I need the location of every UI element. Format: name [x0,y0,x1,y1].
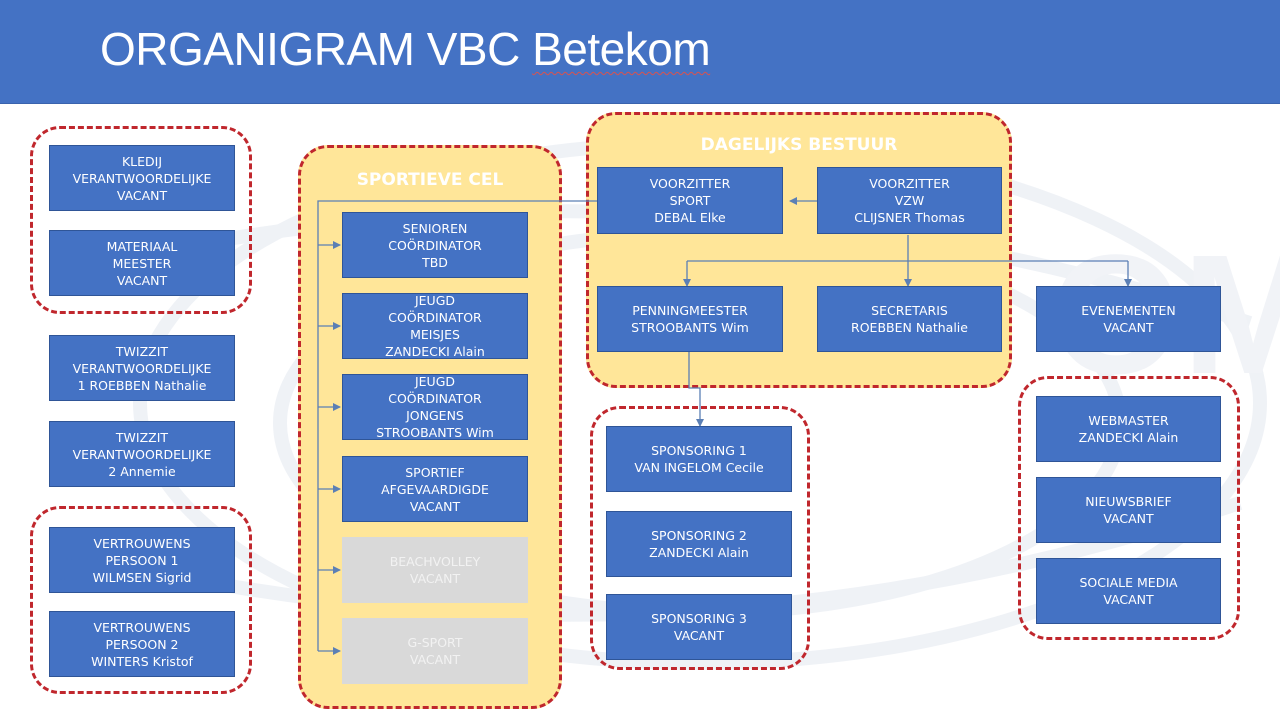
box-webmaster[interactable]: WEBMASTER ZANDECKI Alain [1036,396,1221,462]
page-title: ORGANIGRAM VBC Betekom [100,22,711,76]
title-bar: ORGANIGRAM VBC Betekom [0,0,1280,104]
group-communicatie [1018,376,1240,640]
box-penningmeester[interactable]: PENNINGMEESTER STROOBANTS Wim [597,286,783,352]
box-senioren-coordinator[interactable]: SENIOREN COÖRDINATOR TBD [342,212,528,278]
box-vertrouwenspersoon-2[interactable]: VERTROUWENS PERSOON 2 WINTERS Kristof [49,611,235,677]
title-main: ORGANIGRAM VBC [100,23,533,75]
box-materiaal-meester[interactable]: MATERIAAL MEESTER VACANT [49,230,235,296]
box-sportief-afgevaardigde[interactable]: SPORTIEF AFGEVAARDIGDE VACANT [342,456,528,522]
box-voorzitter-sport[interactable]: VOORZITTER SPORT DEBAL Elke [597,167,783,234]
box-jeugd-coordinator-jongens[interactable]: JEUGD COÖRDINATOR JONGENS STROOBANTS Wim [342,374,528,440]
box-sociale-media[interactable]: SOCIALE MEDIA VACANT [1036,558,1221,624]
box-sponsoring-2[interactable]: SPONSORING 2 ZANDECKI Alain [606,511,792,577]
box-nieuwsbrief[interactable]: NIEUWSBRIEF VACANT [1036,477,1221,543]
box-jeugd-coordinator-meisjes[interactable]: JEUGD COÖRDINATOR MEISJES ZANDECKI Alain [342,293,528,359]
box-evenementen[interactable]: EVENEMENTEN VACANT [1036,286,1221,352]
group-kledij-materiaal [30,126,252,314]
dagelijks-bestuur-title: DAGELIJKS BESTUUR [700,135,898,155]
box-g-sport[interactable]: G-SPORT VACANT [342,618,528,684]
box-secretaris[interactable]: SECRETARIS ROEBBEN Nathalie [817,286,1002,352]
group-vertrouwenspersonen [30,506,252,694]
box-kledij-verantwoordelijke[interactable]: KLEDIJ VERANTWOORDELIJKE VACANT [49,145,235,211]
box-voorzitter-vzw[interactable]: VOORZITTER VZW CLIJSNER Thomas [817,167,1002,234]
box-sponsoring-1[interactable]: SPONSORING 1 VAN INGELOM Cecile [606,426,792,492]
box-vertrouwenspersoon-1[interactable]: VERTROUWENS PERSOON 1 WILMSEN Sigrid [49,527,235,593]
sportieve-cel-title: SPORTIEVE CEL [356,170,504,190]
box-beachvolley[interactable]: BEACHVOLLEY VACANT [342,537,528,603]
title-suffix-spellcheck: Betekom [532,23,711,75]
box-twizzit-2[interactable]: TWIZZIT VERANTWOORDELIJKE 2 Annemie [49,421,235,487]
box-sponsoring-3[interactable]: SPONSORING 3 VACANT [606,594,792,660]
box-twizzit-1[interactable]: TWIZZIT VERANTWOORDELIJKE 1 ROEBBEN Nath… [49,335,235,401]
